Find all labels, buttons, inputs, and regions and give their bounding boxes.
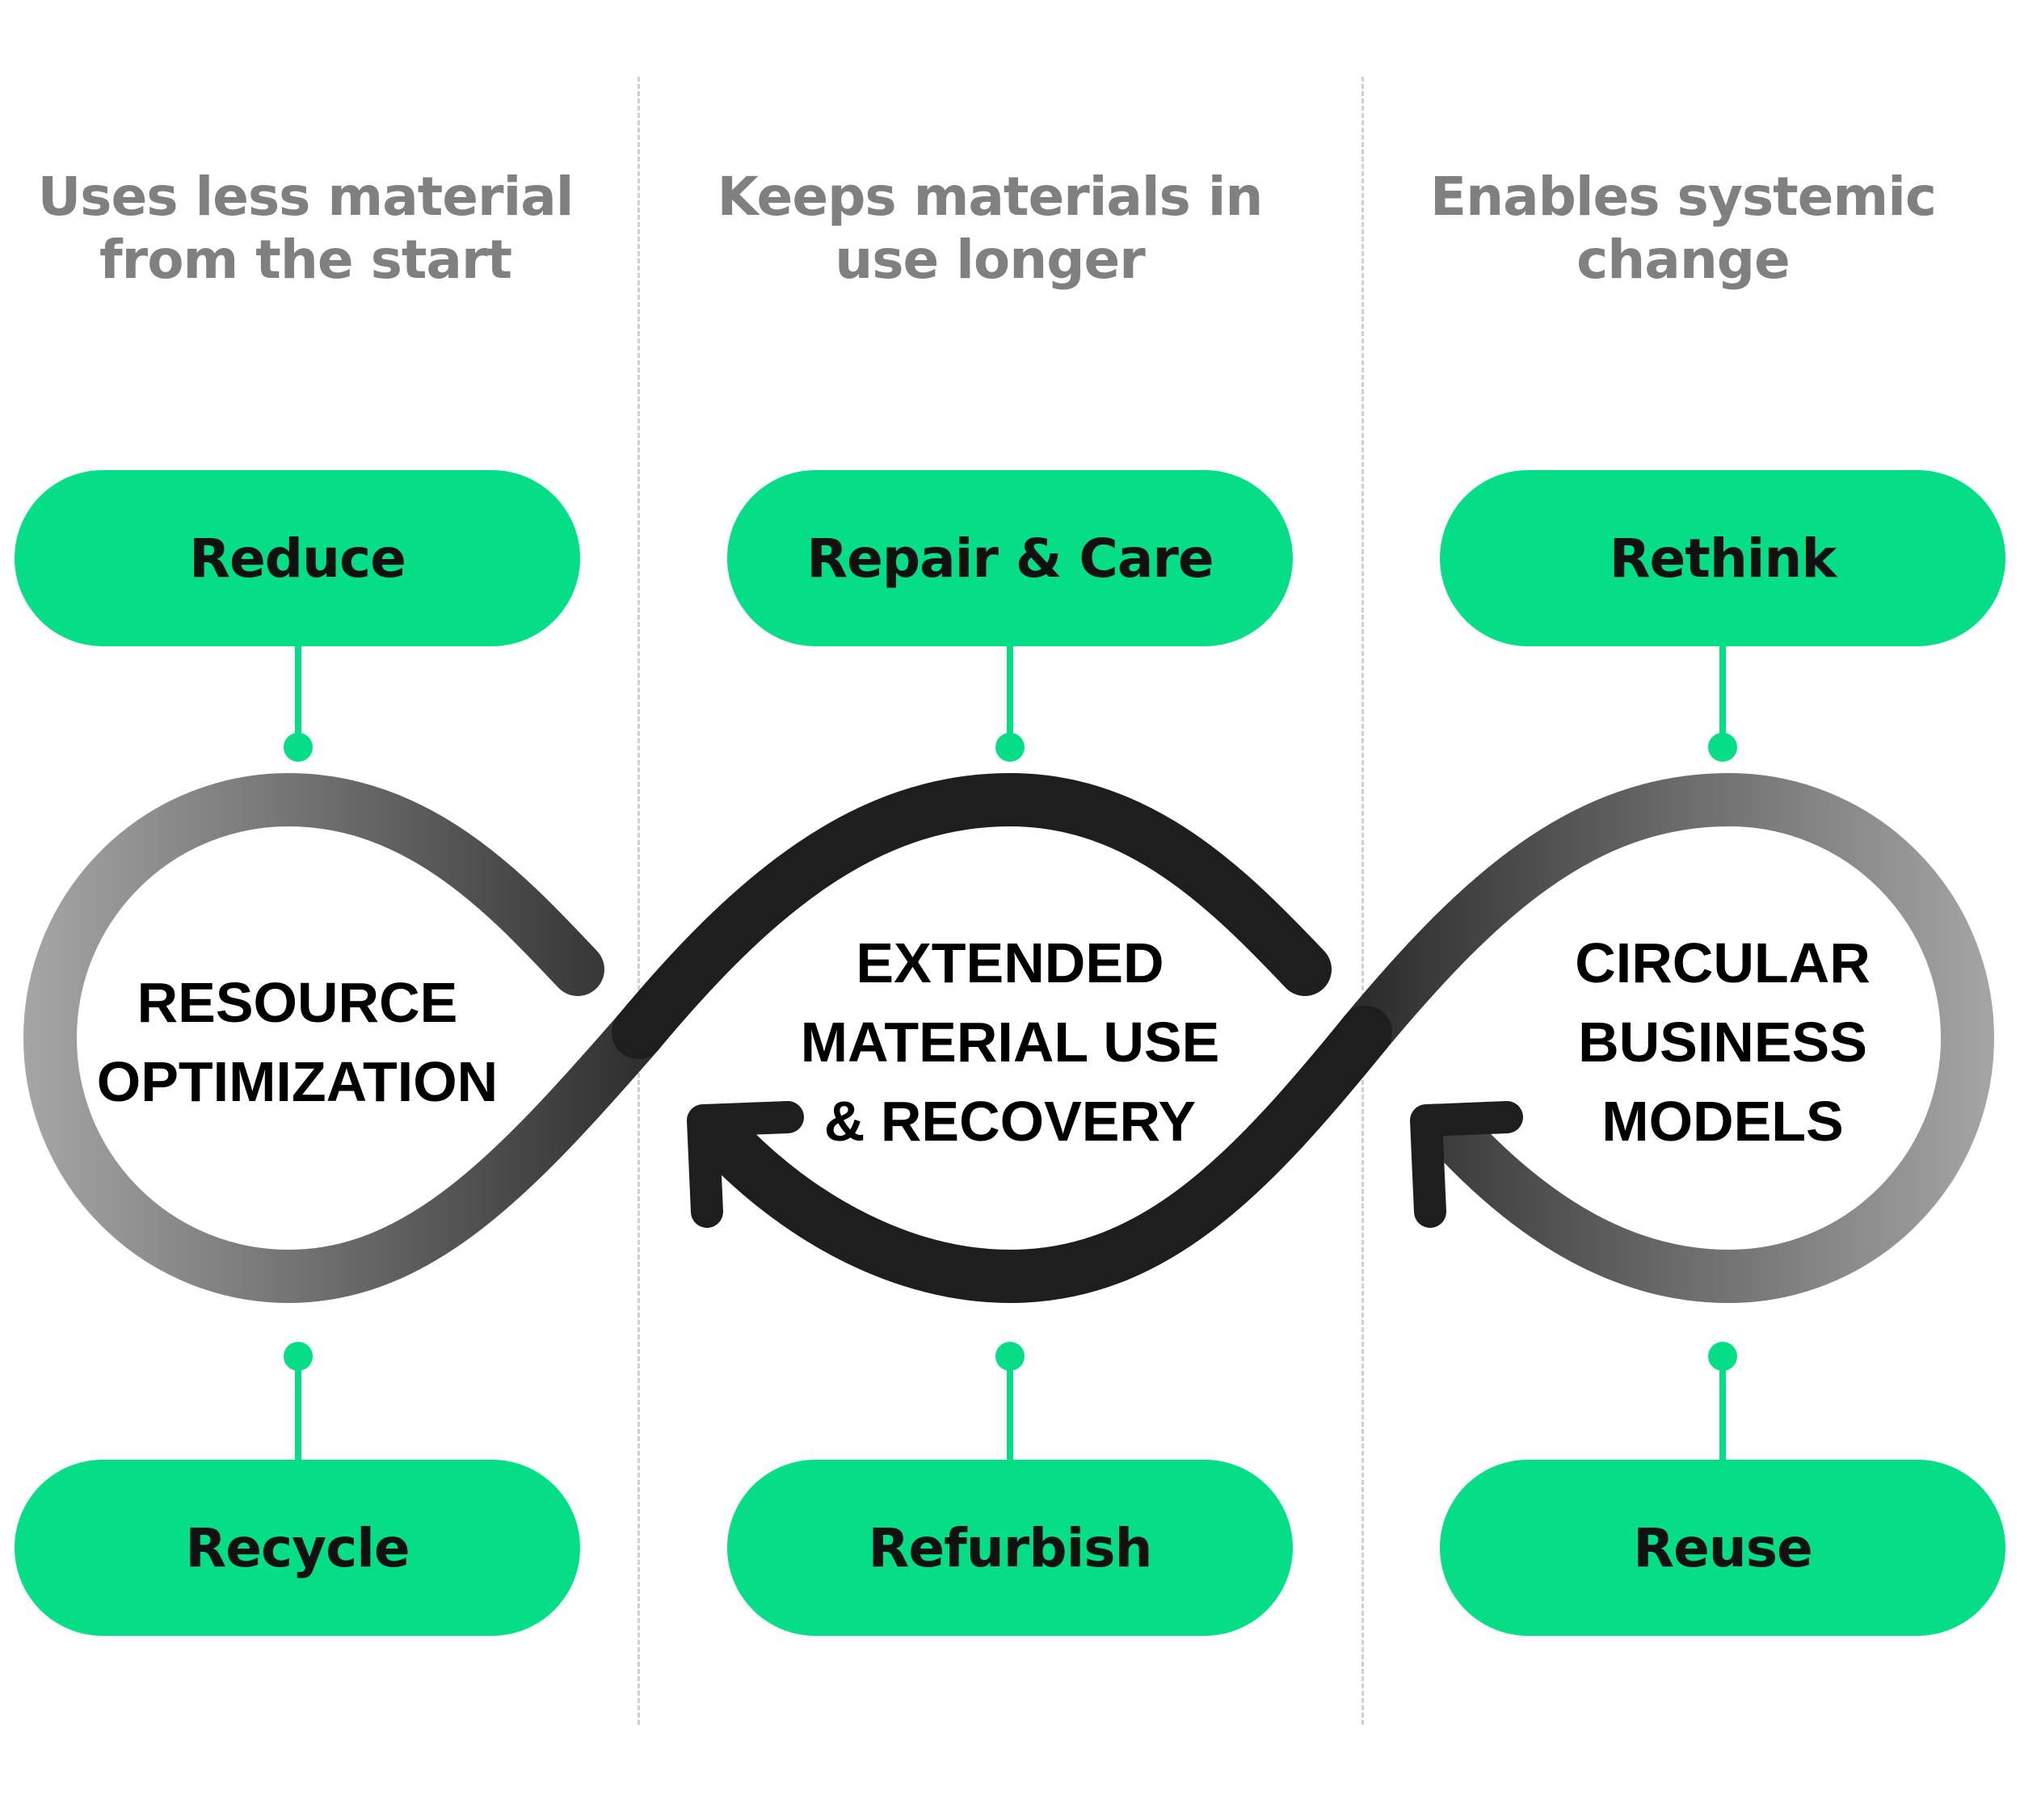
middle-arrowhead-icon — [687, 1101, 804, 1228]
column-divider-2 — [1361, 77, 1364, 1725]
center-label-line: OPTIMIZATION — [96, 1050, 499, 1113]
center-label-resource-optimization: RESOURCE OPTIMIZATION — [55, 963, 540, 1121]
right-loop-arc — [1339, 772, 1994, 1304]
center-label-extended-use: EXTENDED MATERIAL USE & RECOVERY — [768, 923, 1252, 1161]
heading-line: Keeps materials in — [717, 166, 1264, 228]
center-label-line: MODELS — [1601, 1090, 1844, 1153]
center-label-circular-business: CIRCULAR BUSINESS MODELS — [1480, 923, 1965, 1161]
connector-reuse — [1719, 1355, 1726, 1464]
column-divider-1 — [638, 77, 640, 1725]
connector-dot — [284, 733, 313, 762]
pill-repair-and-care: Repair & Care — [727, 470, 1293, 646]
pill-recycle: Recycle — [15, 1460, 580, 1636]
heading-line: use longer — [835, 229, 1146, 291]
center-label-line: BUSINESS — [1578, 1011, 1867, 1074]
heading-line: change — [1576, 229, 1791, 291]
column-heading-resource-optimization: Uses less material from the start — [0, 166, 629, 292]
middle-bottom-arc — [696, 1006, 1392, 1304]
pill-rethink: Rethink — [1440, 470, 2005, 646]
connector-recycle — [295, 1355, 301, 1464]
connector-rethink — [1719, 645, 1726, 746]
center-label-line: RESOURCE — [137, 971, 458, 1034]
center-label-line: MATERIAL USE — [800, 1011, 1220, 1074]
heading-line: Uses less material — [37, 166, 574, 228]
connector-dot — [995, 733, 1025, 762]
left-loop-arc — [23, 772, 665, 1304]
heading-line: Enables systemic — [1430, 166, 1937, 228]
middle-top-arc — [612, 772, 1332, 1059]
connector-refurbish — [1007, 1355, 1013, 1464]
center-label-line: EXTENDED — [856, 931, 1164, 994]
connector-reduce — [295, 645, 301, 746]
connector-repair-and-care — [1007, 645, 1013, 746]
pill-reduce: Reduce — [15, 470, 580, 646]
center-label-line: & RECOVERY — [823, 1090, 1197, 1153]
pill-reuse: Reuse — [1440, 1460, 2005, 1636]
column-heading-extended-use: Keeps materials in use longer — [667, 166, 1313, 292]
heading-line: from the start — [99, 229, 512, 291]
center-label-line: CIRCULAR — [1575, 931, 1871, 994]
right-arrowhead-icon — [1410, 1101, 1523, 1228]
pill-refurbish: Refurbish — [727, 1460, 1293, 1636]
connector-dot — [1708, 733, 1737, 762]
column-heading-circular-business: Enables systemic change — [1360, 166, 2006, 292]
